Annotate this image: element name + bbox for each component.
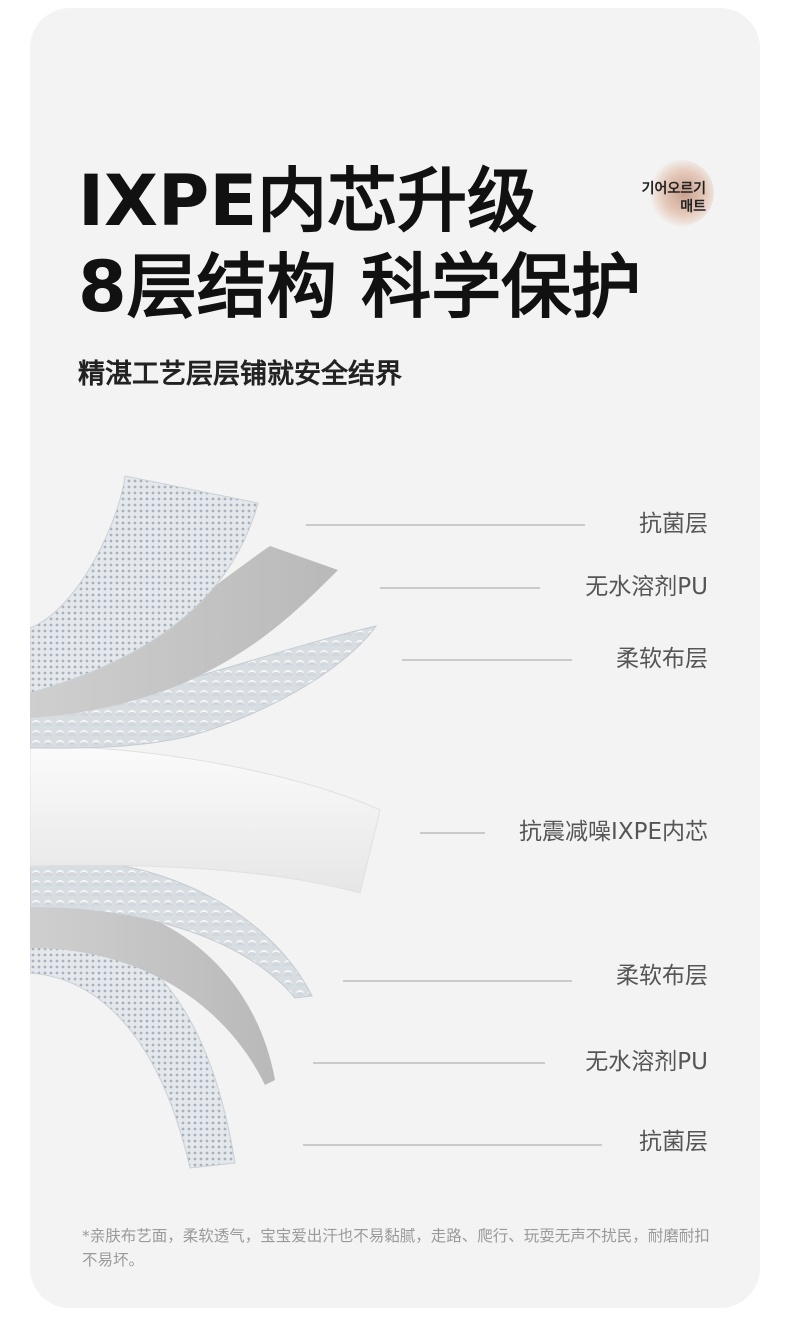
layer-label-fabric-bottom: 柔软布层: [616, 963, 708, 989]
layer-label-pu-bottom: 无水溶剂PU: [585, 1049, 708, 1075]
layer-label-ixpe-core: 抗震减噪IXPE内芯: [519, 819, 708, 845]
layer-label-pu-top: 无水溶剂PU: [585, 574, 708, 600]
footnote: *亲肤布艺面，柔软透气，宝宝爱出汗也不易黏腻，走路、爬行、玩耍无声不扰民，耐磨耐…: [82, 1227, 710, 1269]
headline-line-1: IXPE内芯升级: [78, 160, 538, 242]
subtitle: 精湛工艺层层铺就安全结界: [78, 359, 402, 390]
layer-bottom-pu: [30, 898, 275, 1085]
product-card: IXPE内芯升级 8层结构 科学保护 기어오르기 매트 精湛工艺层层铺就安全结界: [30, 8, 760, 1308]
layer-bottom-fabric: [30, 860, 313, 999]
layer-label-antibacterial-bottom: 抗菌层: [639, 1129, 708, 1155]
brand-name-line-2: 매트: [680, 199, 706, 215]
headline-line-2: 8层结构 科学保护: [78, 246, 642, 328]
layer-structure-illustration: [30, 475, 602, 1169]
layer-label-antibacterial-top: 抗菌层: [639, 511, 708, 537]
layer-label-fabric-top: 柔软布层: [616, 646, 708, 672]
layer-top-antibacterial: [30, 475, 259, 694]
layer-top-pu: [30, 546, 338, 718]
layer-ixpe-core: [30, 745, 381, 894]
brand-name-line-1: 기어오르기: [641, 181, 706, 197]
brand-badge: 기어오르기 매트: [620, 160, 720, 226]
brand-logo-mark: [648, 160, 714, 226]
